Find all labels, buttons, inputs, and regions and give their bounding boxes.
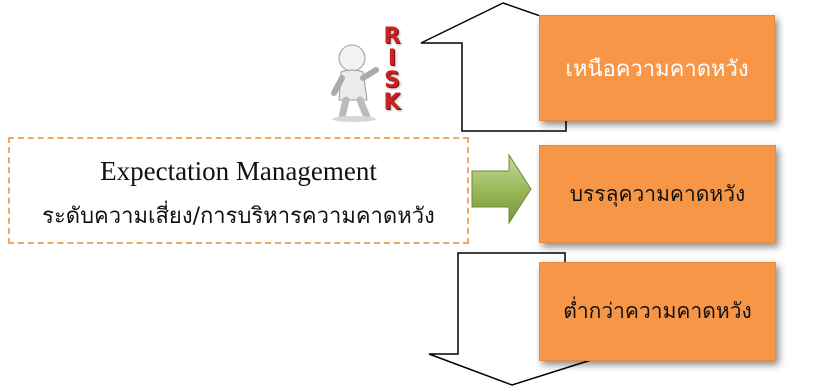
level-meet-label: บรรลุความคาดหวัง <box>569 181 746 206</box>
expectation-box: Expectation Management ระดับความเสี่ยง/ก… <box>8 137 469 244</box>
expectation-title: Expectation Management <box>100 156 377 186</box>
level-below-label: ต่ำกว่าความคาดหวัง <box>563 299 752 323</box>
risk-letter: S <box>384 68 400 93</box>
right-arrow-icon <box>471 153 532 225</box>
level-meet-box: บรรลุความคาดหวัง <box>539 145 776 243</box>
risk-word: R I S K <box>377 26 407 114</box>
risk-letter: R <box>383 24 401 49</box>
risk-letter: I <box>387 46 397 71</box>
expectation-subtitle: ระดับความเสี่ยง/การบริหารความคาดหวัง <box>42 204 435 229</box>
level-above-label: เหนือความคาดหวัง <box>565 56 749 82</box>
level-below-box: ต่ำกว่าความคาดหวัง <box>539 262 776 361</box>
level-above-box: เหนือความคาดหวัง <box>539 15 775 121</box>
risk-letter: K <box>383 90 401 115</box>
